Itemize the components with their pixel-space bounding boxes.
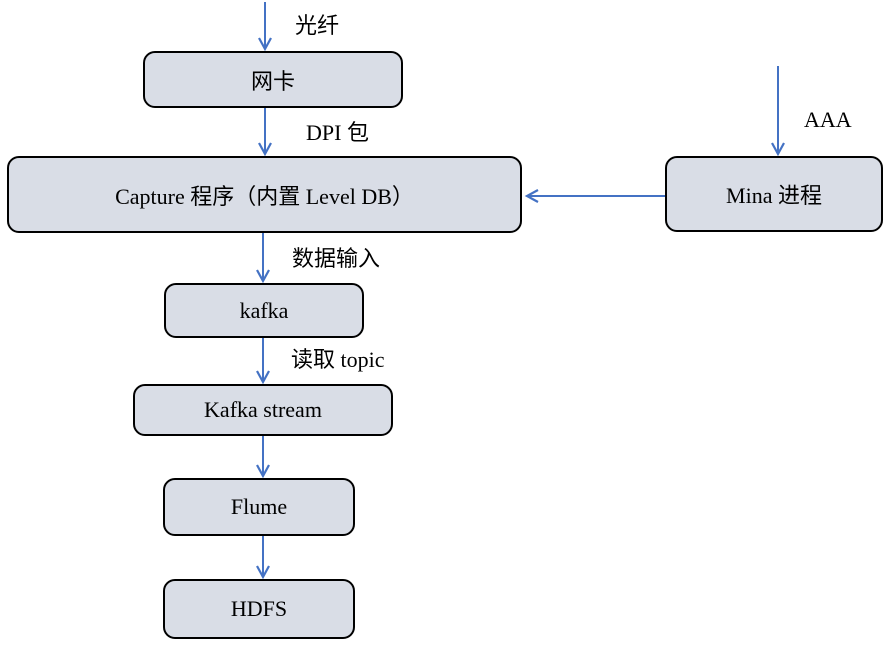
node-network-card: 网卡 <box>143 51 403 108</box>
node-kafka: kafka <box>164 283 364 338</box>
node-flume: Flume <box>163 478 355 536</box>
edge-label-read-topic: 读取 topic <box>291 347 385 372</box>
edge-label-data-input: 数据输入 <box>292 246 381 271</box>
node-hdfs: HDFS <box>163 579 355 639</box>
edge-label-dpi-packet: DPI 包 <box>306 120 369 145</box>
node-capture-program: Capture 程序（内置 Level DB） <box>7 156 522 233</box>
node-kafka-stream: Kafka stream <box>133 384 393 436</box>
edge-label-fiber: 光纤 <box>295 13 340 38</box>
edge-label-aaa: AAA <box>804 107 852 132</box>
node-mina-process: Mina 进程 <box>665 156 883 232</box>
